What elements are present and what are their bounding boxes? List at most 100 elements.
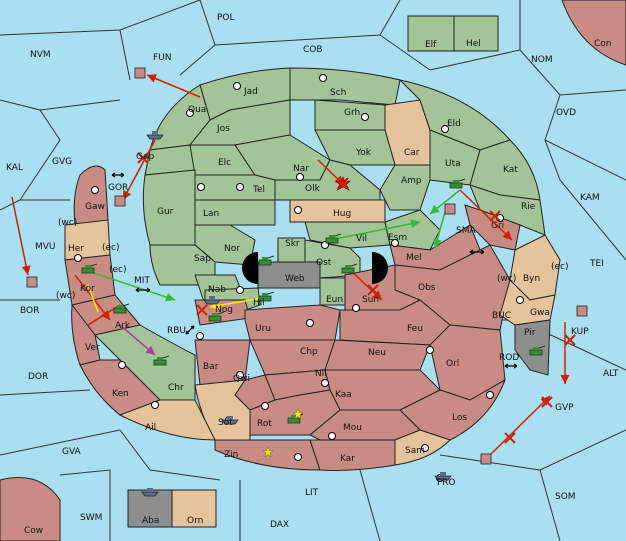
label-sun: Sun: [362, 295, 379, 305]
label-rot: Rot: [257, 419, 272, 429]
province-elf[interactable]: [407, 15, 455, 52]
label-gvg: GVG: [52, 157, 72, 167]
label-web: Web: [285, 274, 305, 284]
label-zin: Zin: [224, 450, 238, 460]
army-unit: [113, 303, 130, 314]
passage-markers: [111, 172, 518, 369]
label-mou: Mou: [343, 423, 362, 433]
label-gap: Gap: [136, 152, 154, 162]
province-sch[interactable]: [289, 67, 401, 106]
label-gvp: GVP: [555, 403, 574, 413]
retreat-unit: [134, 67, 146, 79]
units: [26, 67, 588, 497]
label-wc2: (wc): [497, 274, 516, 284]
label-vil: Vil: [356, 234, 367, 244]
label-kal: KAL: [6, 163, 23, 173]
label-sma: SMA: [456, 226, 476, 236]
province-hel[interactable]: [453, 15, 499, 52]
label-fun: FUN: [153, 53, 172, 63]
label-pol: POL: [217, 13, 235, 23]
label-skr: Skr: [285, 239, 300, 249]
label-wc3: (wc): [56, 291, 75, 301]
retreat-unit: [26, 276, 38, 288]
label-esm: Esm: [388, 233, 407, 243]
fleet-unit: [203, 296, 221, 305]
army-unit: [258, 291, 275, 302]
label-alt: ALT: [603, 369, 619, 379]
order-arrows: [11, 74, 570, 456]
label-ken: Ken: [112, 389, 129, 399]
label-dor: DOR: [28, 372, 48, 382]
label-cow: Cow: [24, 526, 43, 536]
army-unit: [325, 233, 342, 244]
label-sot: Sot: [218, 418, 233, 428]
label-hil: Hil: [253, 298, 265, 308]
label-orn: Orn: [187, 516, 203, 526]
label-orl: Orl: [446, 359, 459, 369]
label-uru: Uru: [255, 324, 271, 334]
label-nvm: NVM: [30, 50, 51, 60]
label-ver: Ver: [85, 343, 100, 353]
label-chp: Chp: [300, 347, 318, 357]
label-rod: ROD: [499, 353, 519, 363]
label-rie: Rie: [521, 202, 536, 212]
label-grh: Grh: [344, 108, 360, 118]
label-eun: Eun: [326, 295, 343, 305]
province-yok[interactable]: [314, 129, 396, 166]
label-ec3: (ec): [109, 265, 127, 275]
label-hug: Hug: [333, 209, 351, 219]
label-gva: GVA: [62, 447, 82, 457]
label-bor: BOR: [20, 306, 39, 316]
label-nor: Nor: [224, 244, 240, 254]
province-uta[interactable]: [429, 129, 481, 186]
label-nil: Nil: [315, 369, 327, 379]
label-gor: GOR: [108, 183, 128, 193]
province-ken[interactable]: [79, 359, 161, 416]
label-hel: Hel: [466, 39, 481, 49]
label-olk: Olk: [305, 184, 321, 194]
label-kam: KAM: [580, 193, 600, 203]
province-pir[interactable]: [514, 319, 551, 376]
label-amp: Amp: [401, 176, 422, 186]
province-uru[interactable]: [244, 304, 341, 341]
label-con: Con: [594, 39, 612, 49]
label-tei: TEI: [589, 259, 604, 269]
label-tel: Tel: [252, 185, 265, 195]
destroyed-unit-icon: [335, 176, 351, 191]
province-lan[interactable]: [194, 199, 276, 226]
label-pir: Pir: [524, 328, 536, 338]
retreat-unit: [444, 203, 456, 215]
label-qwi: Qwi: [233, 374, 250, 384]
fleet-unit: [221, 416, 239, 425]
province-orn[interactable]: [171, 489, 217, 528]
label-elc: Elc: [218, 158, 231, 168]
label-mel: Mel: [406, 253, 422, 263]
label-qua: Qua: [188, 105, 206, 115]
label-yok: Yok: [355, 148, 372, 158]
province-cow[interactable]: [0, 477, 61, 541]
label-som: SOM: [555, 492, 576, 502]
retreat-unit: [480, 453, 492, 465]
label-ovd: OVD: [556, 108, 576, 118]
label-cob: COB: [303, 45, 323, 55]
label-swm: SWM: [80, 513, 102, 523]
fleet-unit: [141, 488, 159, 497]
label-rbu: RBU: [167, 326, 186, 336]
army-unit: [153, 355, 170, 366]
label-mvu: MVU: [35, 242, 56, 252]
label-mit: MIT: [134, 276, 150, 286]
label-neu: Neu: [368, 348, 386, 358]
province-ail[interactable]: [118, 399, 216, 441]
label-feu: Feu: [407, 324, 423, 334]
label-gri: Gri: [491, 221, 504, 231]
label-eld: Eld: [447, 119, 461, 129]
label-jos: Jos: [216, 124, 230, 134]
label-kaa: Kaa: [335, 390, 352, 400]
label-lit: LIT: [305, 488, 319, 498]
label-sam: Sam: [405, 446, 425, 456]
label-lan: Lan: [203, 209, 219, 219]
label-ec2: (ec): [551, 262, 569, 272]
label-ark: Ark: [115, 321, 131, 331]
